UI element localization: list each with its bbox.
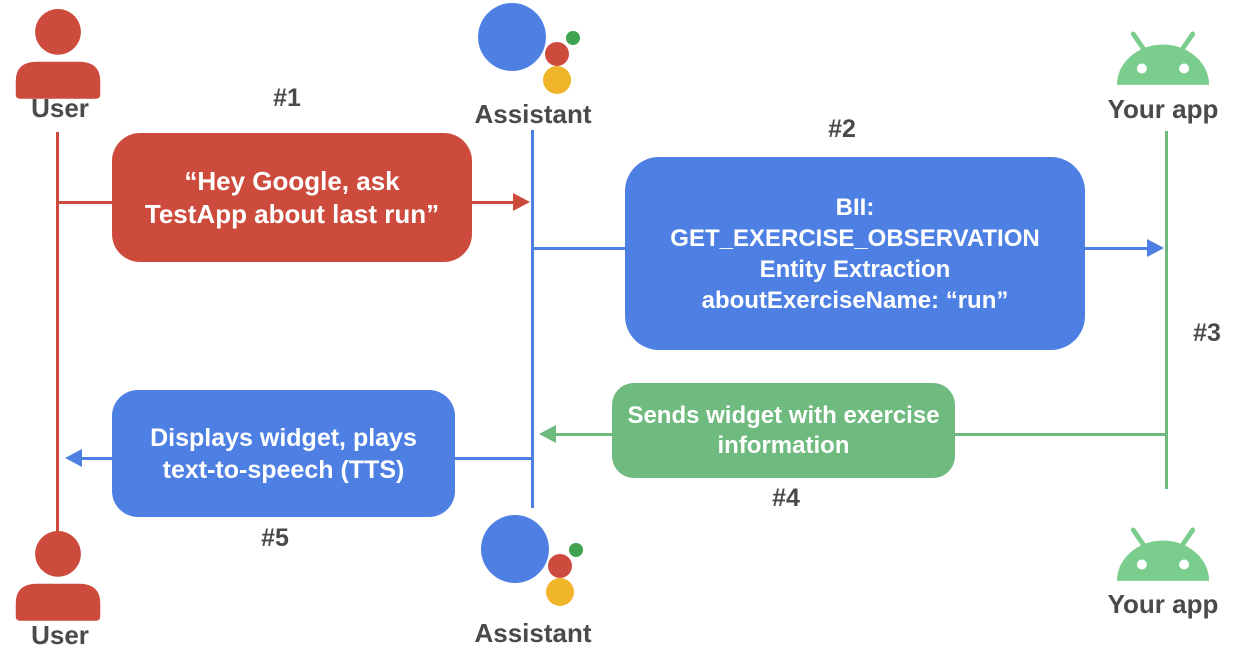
actor-label-user-top: User — [31, 93, 89, 123]
actor-label-app-top: Your app — [1107, 94, 1219, 124]
assistant-icon — [481, 515, 583, 606]
actor-label-assistant-top: Assistant — [474, 99, 592, 129]
message-box-step4: Sends widget with exercise information — [612, 383, 955, 478]
arrowhead-right-blue-icon — [1147, 239, 1164, 257]
arrowhead-left-green-icon — [539, 425, 556, 443]
step-label-5: #5 — [261, 524, 289, 552]
message-box-step5: Displays widget, plays text-to-speech (T… — [112, 390, 455, 517]
user-lifeline — [56, 132, 59, 538]
android-icon — [1116, 527, 1210, 581]
actor-label-app-bottom: Your app — [1107, 589, 1219, 619]
assistant-lifeline — [531, 130, 534, 508]
actor-label-assistant-bottom: Assistant — [474, 618, 592, 648]
message-box-step1: “Hey Google, ask TestApp about last run” — [112, 133, 472, 262]
message-box-step2: BII: GET_EXERCISE_OBSERVATION Entity Ext… — [625, 157, 1085, 350]
step-label-3: #3 — [1193, 319, 1221, 347]
app-lifeline — [1165, 131, 1168, 489]
arrowhead-left-blue-icon — [65, 449, 82, 467]
message-text-step1: “Hey Google, ask TestApp about last run” — [144, 165, 440, 229]
arrowhead-right-red-icon — [513, 193, 530, 211]
assistant-icon — [478, 3, 580, 94]
step-label-4: #4 — [772, 484, 800, 512]
step-label-2: #2 — [828, 115, 856, 143]
message-text-step5: Displays widget, plays text-to-speech (T… — [150, 423, 417, 484]
message-text-step4: Sends widget with exercise information — [627, 401, 940, 459]
actor-label-user-bottom: User — [31, 620, 89, 650]
user-icon — [15, 9, 101, 99]
user-icon — [15, 531, 101, 621]
android-icon — [1116, 31, 1210, 85]
message-text-step2: BII: GET_EXERCISE_OBSERVATION Entity Ext… — [670, 193, 1040, 314]
step-label-1: #1 — [273, 84, 301, 112]
